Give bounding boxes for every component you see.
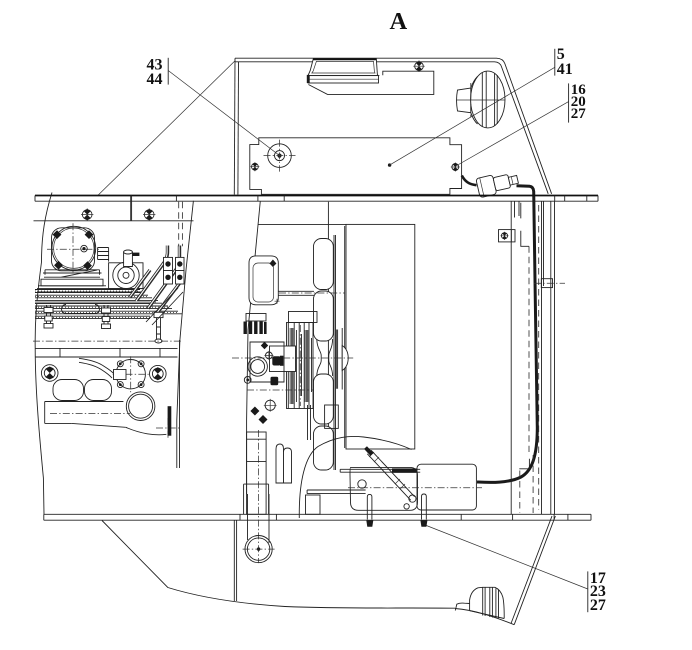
svg-text:16: 16 <box>571 82 587 98</box>
svg-text:43: 43 <box>147 57 163 74</box>
svg-text:5: 5 <box>557 46 565 63</box>
svg-text:20: 20 <box>571 94 586 110</box>
svg-text:17: 17 <box>590 570 606 587</box>
svg-text:41: 41 <box>557 61 573 78</box>
svg-text:27: 27 <box>571 106 587 122</box>
svg-text:A: A <box>390 8 408 35</box>
svg-text:23: 23 <box>590 583 606 600</box>
svg-text:27: 27 <box>590 597 606 614</box>
svg-text:44: 44 <box>147 71 163 88</box>
